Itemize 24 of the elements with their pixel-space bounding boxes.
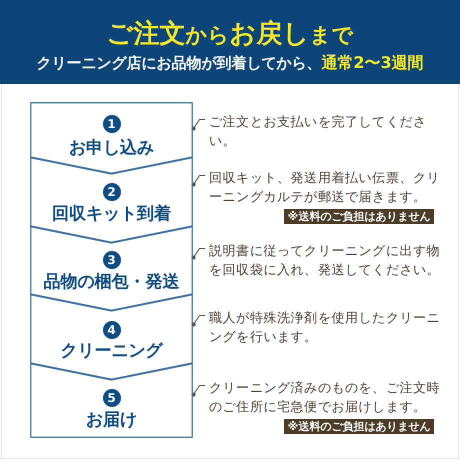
step-title: クリーニング [60,340,162,362]
step-description: ご注文とお支払いを完了してください。 [205,113,451,151]
step-title: 回収キット到着 [52,203,171,225]
leader-line [192,385,206,396]
leader-line [192,315,206,326]
chevron-step [30,102,193,174]
leader-line [192,119,206,130]
step-title: 品物の梱包・発送 [44,271,180,293]
title: ご注文からお戻しまで [106,18,354,51]
chevron-step [30,294,193,380]
note-tag: ※送料のご負担はありません [284,209,434,224]
leader-line [192,248,206,260]
chevron-step [30,363,193,438]
step-title: お届け [86,409,137,431]
step-description: クリーニング済みのものを、ご注文時のご住所に宅急便でお届けします。 [205,379,451,417]
step-title: お申し込み [69,137,154,159]
step-description: 回収キット、発送用着払い伝票、クリーニングカルテが郵送で届きます。 [205,169,451,207]
step-description: 職人が特殊洗浄剤を使用したクリーニングを行います。 [205,309,451,347]
chevron-step [30,226,193,311]
note-tag: ※送料のご負担はありません [284,419,434,434]
subtitle: クリーニング店にお品物が到着してから、通常2〜3週間 [36,52,424,74]
chevron-step [30,157,193,243]
step-description: 説明書に従ってクリーニングに出す物を回収袋に入れ、発送してください。 [205,242,451,280]
leader-line [192,175,206,186]
